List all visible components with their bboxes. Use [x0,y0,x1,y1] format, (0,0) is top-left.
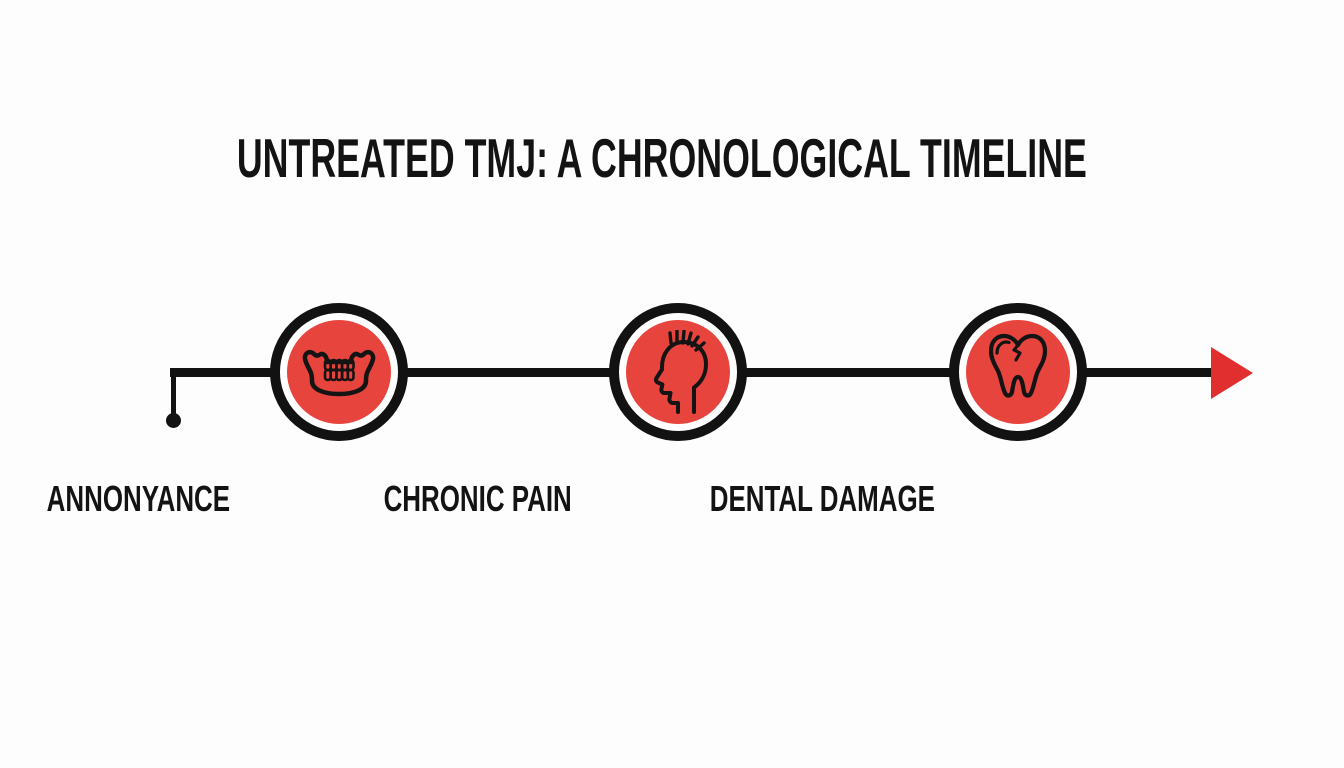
timeline-start-tick [171,372,176,417]
page-title: UNTREATED TMJ: A CHRONOLOGICAL TIMELINE [0,126,1344,190]
stage-label-chronic-pain: CHRONIC PAIN [278,478,678,520]
stage-badge [626,320,730,424]
stage-label-text: ANNONYANCE [46,478,230,519]
arrow-right-icon [1211,347,1253,399]
stage-label-dental-damage: DENTAL DAMAGE [622,478,1022,520]
stage-badge [287,320,391,424]
stage-badge [966,320,1070,424]
stage-node-chronic-pain [609,303,747,441]
cracked-tooth-icon [988,333,1048,398]
stage-label-annoyance: ANNONYANCE [0,478,338,520]
stage-label-text: DENTAL DAMAGE [709,478,935,519]
headache-icon [653,330,708,414]
page-title-text: UNTREATED TMJ: A CHRONOLOGICAL TIMELINE [236,127,1088,189]
stage-label-text: CHRONIC PAIN [383,478,573,519]
stage-node-annoyance [270,303,408,441]
timeline-start-dot [166,413,181,428]
stage-node-dental-damage [949,303,1087,441]
jaw-teeth-icon [302,349,376,397]
